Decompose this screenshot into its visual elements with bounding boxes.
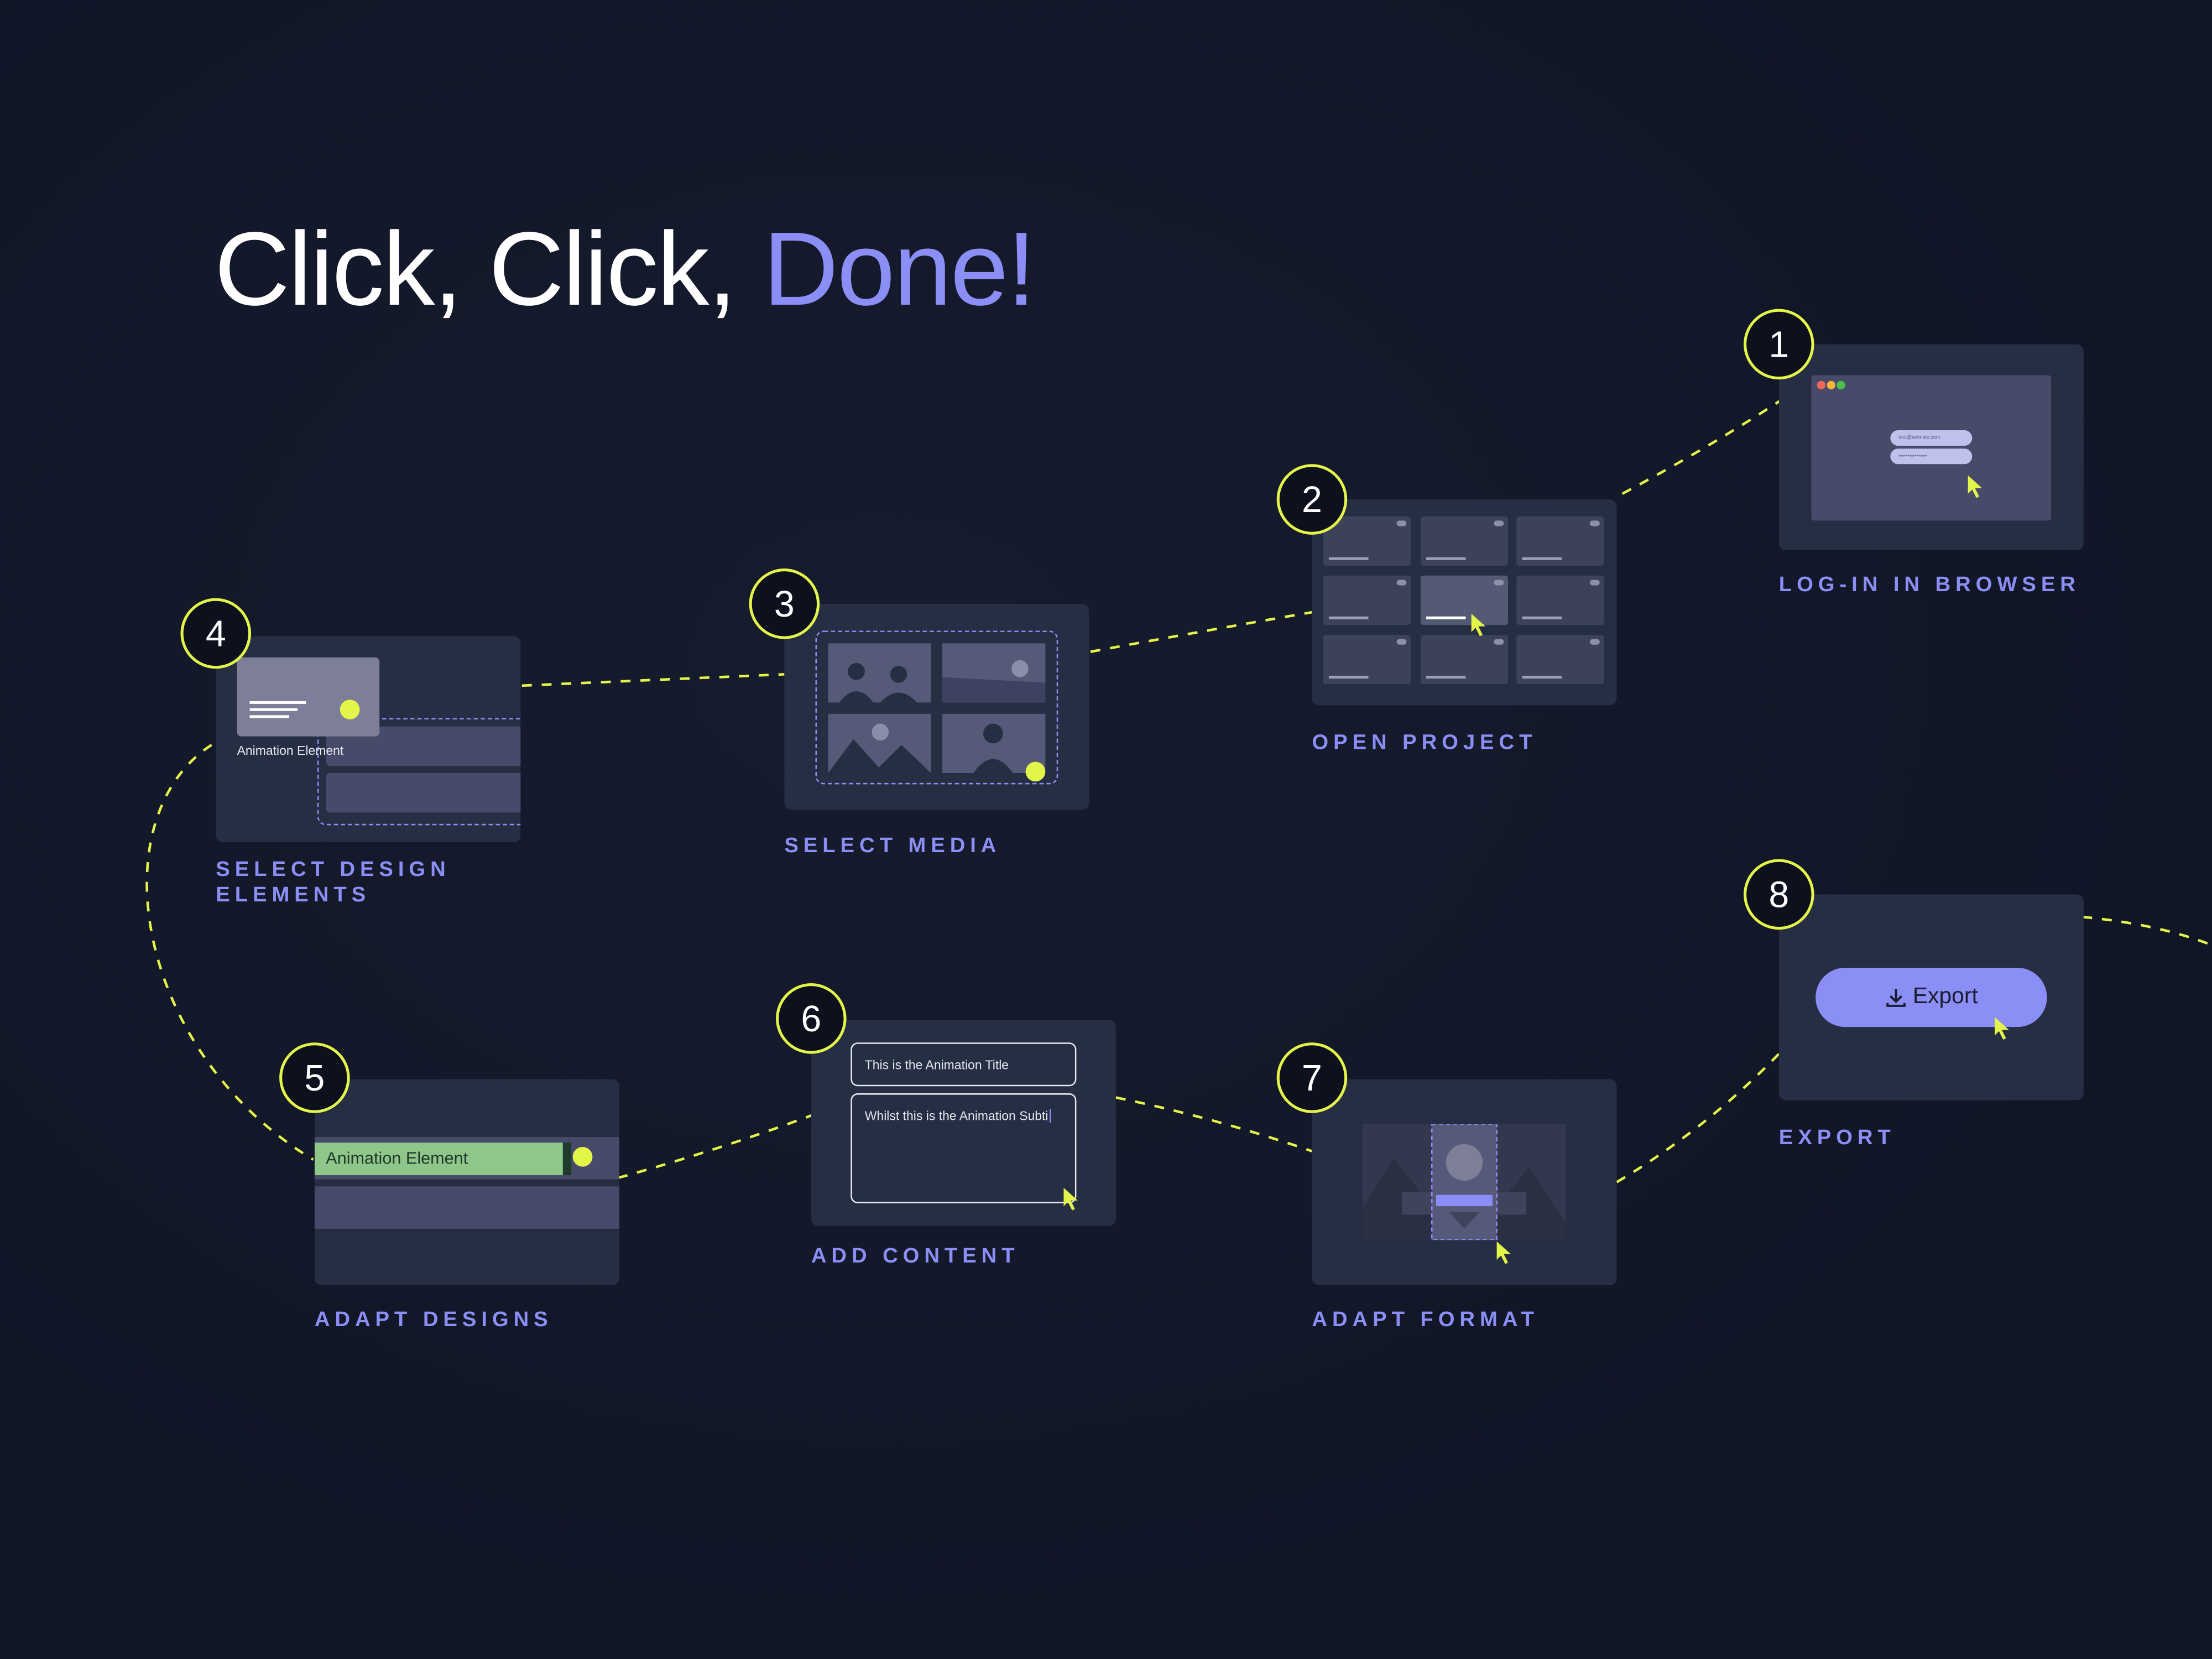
subtitle-textarea[interactable]: Whilst this is the Animation Subti	[851, 1093, 1077, 1204]
minimize-dot-icon	[1827, 380, 1835, 390]
element-selection	[317, 718, 521, 826]
step-5-number: 5	[279, 1042, 350, 1113]
subtitle-text: Whilst this is the Animation Subti	[864, 1109, 1048, 1123]
connector-1-2	[1621, 399, 1781, 495]
step-7-label: ADAPT FORMAT	[1312, 1307, 1539, 1332]
hand-cursor-icon	[340, 700, 360, 720]
step-6-number: 6	[776, 983, 847, 1054]
step-5-label: ADAPT DESIGNS	[314, 1307, 553, 1332]
resize-handle[interactable]	[562, 1142, 572, 1175]
title-input[interactable]: This is the Animation Title	[851, 1042, 1077, 1087]
page-title: Click, Click, Done!	[214, 209, 1036, 329]
format-preview	[1363, 1124, 1566, 1240]
media-selection	[815, 630, 1058, 785]
media-thumbnails	[828, 643, 1046, 773]
email-field[interactable]: test@animate.com	[1890, 430, 1973, 446]
step-2-number: 2	[1276, 464, 1348, 535]
animation-element-bar[interactable]: Animation Element	[314, 1142, 563, 1175]
maximize-dot-icon	[1837, 380, 1845, 390]
password-field[interactable]: *************	[1890, 448, 1973, 465]
selected-project-tile[interactable]	[1420, 575, 1509, 625]
connector-8-out	[2082, 915, 2212, 947]
step-2-card	[1312, 499, 1617, 706]
step-4-card: Animation Element	[216, 636, 521, 842]
step-8-label: EXPORT	[1778, 1125, 1896, 1150]
step-3-card	[784, 603, 1089, 810]
step-7-card	[1312, 1079, 1617, 1285]
connector-2-3	[1090, 611, 1312, 653]
hand-cursor-icon	[1025, 761, 1046, 782]
step-5-card: Animation Element	[314, 1079, 619, 1285]
cursor-icon	[1496, 1241, 1511, 1264]
export-button-label: Export	[1912, 984, 1978, 1009]
step-1-label: LOG-IN IN BROWSER	[1778, 572, 2080, 597]
export-button[interactable]: Export	[1815, 967, 2047, 1027]
connector-6-7	[1115, 1096, 1313, 1152]
step-6-label: ADD CONTENT	[811, 1244, 1020, 1269]
cursor-icon	[1471, 613, 1486, 637]
step-3-label: SELECT MEDIA	[784, 833, 1001, 858]
browser-window: test@animate.com *************	[1811, 375, 2052, 521]
step-4-label: SELECT DESIGN ELEMENTS	[216, 858, 451, 907]
download-icon	[1886, 989, 1906, 1007]
layer-bar	[326, 773, 521, 813]
step-3-number: 3	[749, 568, 820, 639]
title-text: Click, Click,	[214, 210, 763, 327]
cursor-icon	[1063, 1187, 1078, 1211]
hand-cursor-icon	[572, 1146, 593, 1167]
step-2-label: OPEN PROJECT	[1312, 731, 1537, 755]
connector-7-8	[1616, 1051, 1782, 1183]
step-8-number: 8	[1744, 859, 1814, 930]
step-6-card: This is the Animation Title Whilst this …	[811, 1020, 1116, 1226]
connector-5-6	[617, 1113, 815, 1180]
step-4-number: 4	[180, 598, 252, 669]
connector-3-4	[521, 673, 785, 687]
element-caption: Animation Element	[237, 743, 344, 758]
title-accent: Done!	[763, 210, 1036, 327]
cursor-icon	[1968, 475, 1983, 498]
step-7-number: 7	[1276, 1042, 1348, 1113]
animation-element-thumbnail[interactable]	[237, 657, 380, 737]
layer-bar	[314, 1186, 619, 1229]
step-1-card: test@animate.com *************	[1778, 344, 2084, 550]
close-dot-icon	[1817, 380, 1825, 390]
step-1-number: 1	[1744, 309, 1814, 380]
step-8-card: Export	[1778, 894, 2084, 1100]
cursor-icon	[1995, 1017, 2009, 1040]
